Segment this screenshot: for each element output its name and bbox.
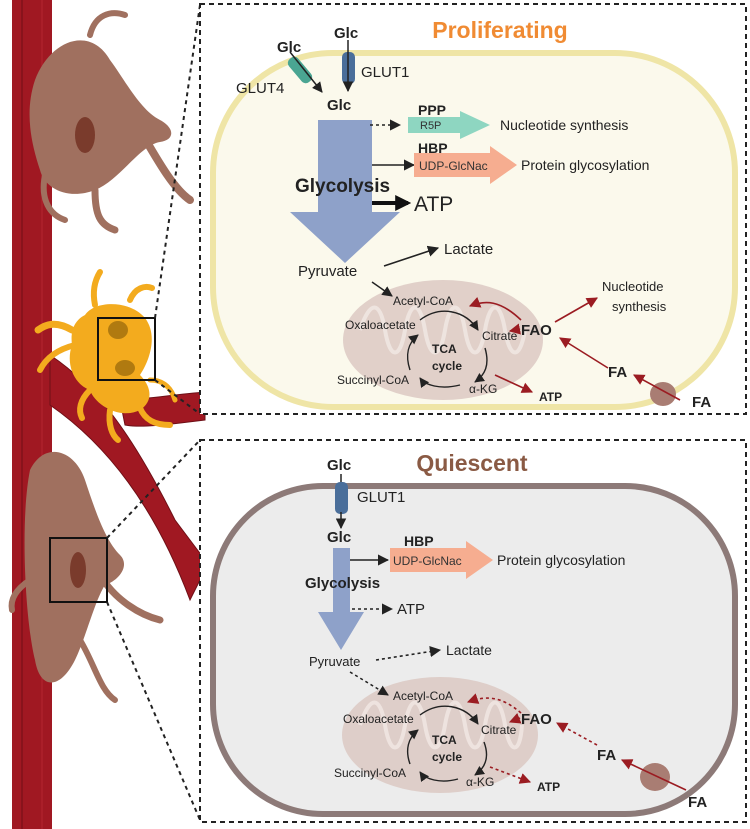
vessel-illustration xyxy=(8,0,206,829)
pericyte-bottom xyxy=(8,451,164,703)
fa-inner-label: FA xyxy=(597,747,616,764)
fa-outer-label: FA xyxy=(692,394,711,411)
atp-label: ATP xyxy=(397,601,425,618)
nucleotide-label: Nucleotide xyxy=(602,279,663,294)
zoom-box-quiescent xyxy=(49,537,108,603)
cycle-label: cycle xyxy=(432,359,462,373)
atp-label: ATP xyxy=(414,193,453,216)
proliferating-title: Proliferating xyxy=(432,17,567,43)
r5p-label: R5P xyxy=(420,120,441,132)
glc-inside-label: Glc xyxy=(327,97,351,114)
atp-mito-label: ATP xyxy=(537,780,560,794)
pyruvate-label: Pyruvate xyxy=(298,263,357,280)
glut4-label: GLUT4 xyxy=(236,80,284,97)
acetyl-coa-label: Acetyl-CoA xyxy=(393,294,453,308)
glycolysis-arrow xyxy=(290,120,400,263)
akg-label: α-KG xyxy=(469,382,497,396)
quiescent-title: Quiescent xyxy=(416,450,528,476)
ppp-label: PPP xyxy=(418,102,446,118)
glut1-label: GLUT1 xyxy=(361,64,409,81)
glc-label: Glc xyxy=(334,25,358,42)
fa-inner-label: FA xyxy=(608,364,627,381)
glycolysis-label: Glycolysis xyxy=(305,575,380,592)
zoom-box-proliferating xyxy=(97,317,156,381)
hbp-label: HBP xyxy=(418,140,448,156)
glc-label: Glc xyxy=(277,39,301,56)
citrate-label: Citrate xyxy=(481,723,517,737)
cycle-label: cycle xyxy=(432,750,462,764)
hbp-arrow xyxy=(390,541,493,579)
glut1-label: GLUT1 xyxy=(357,489,405,506)
pericyte-nucleus xyxy=(70,552,86,588)
tca-label: TCA xyxy=(432,733,457,747)
pyruvate-label: Pyruvate xyxy=(309,654,360,669)
fao-label: FAO xyxy=(521,322,552,339)
akg-label: α-KG xyxy=(466,775,494,789)
glycolysis-arrow xyxy=(318,548,364,650)
succinyl-coa-label: Succinyl-CoA xyxy=(337,373,409,387)
glut4-transporter xyxy=(287,56,313,84)
hbp-label: HBP xyxy=(404,533,434,549)
lactate-label: Lactate xyxy=(444,241,493,258)
mitochondrion xyxy=(343,280,543,400)
pericyte-top xyxy=(29,10,194,234)
glut1-transporter xyxy=(335,482,348,514)
tca-label: TCA xyxy=(432,342,457,356)
udp-glcnac-label: UDP-GlcNac xyxy=(419,159,488,173)
quiescent-panel: Quiescent Glc GLUT1 Glc Glycolysis HBP U… xyxy=(199,439,747,823)
fao-label: FAO xyxy=(521,711,552,728)
succinyl-coa-label: Succinyl-CoA xyxy=(334,766,406,780)
citrate-label: Citrate xyxy=(482,329,518,343)
fa-transporter xyxy=(640,763,670,791)
glc-label: Glc xyxy=(327,457,351,474)
acetyl-coa-label: Acetyl-CoA xyxy=(393,689,453,703)
proliferating-cells xyxy=(34,269,178,443)
glycolysis-label: Glycolysis xyxy=(295,176,390,197)
atp-mito-label: ATP xyxy=(539,390,562,404)
oxaloacetate-label: Oxaloacetate xyxy=(345,318,416,332)
oxaloacetate-label: Oxaloacetate xyxy=(343,712,414,726)
glc-inside-label: Glc xyxy=(327,529,351,546)
proliferating-panel: Proliferating Glc GLUT4 Glc GLUT1 Glc Gl… xyxy=(199,3,747,415)
ppp-arrow xyxy=(408,111,490,139)
mitochondrion xyxy=(342,677,538,793)
pericyte-nucleus xyxy=(75,117,95,153)
synthesis-label: synthesis xyxy=(612,299,667,314)
fa-outer-label: FA xyxy=(688,794,707,811)
hbp-arrow xyxy=(414,146,517,184)
lactate-label: Lactate xyxy=(446,642,492,658)
protein-glycosylation-label: Protein glycosylation xyxy=(521,157,649,173)
udp-glcnac-label: UDP-GlcNac xyxy=(393,554,462,568)
protein-glycosylation-label: Protein glycosylation xyxy=(497,552,625,568)
nucleotide-synthesis-label: Nucleotide synthesis xyxy=(500,117,628,133)
